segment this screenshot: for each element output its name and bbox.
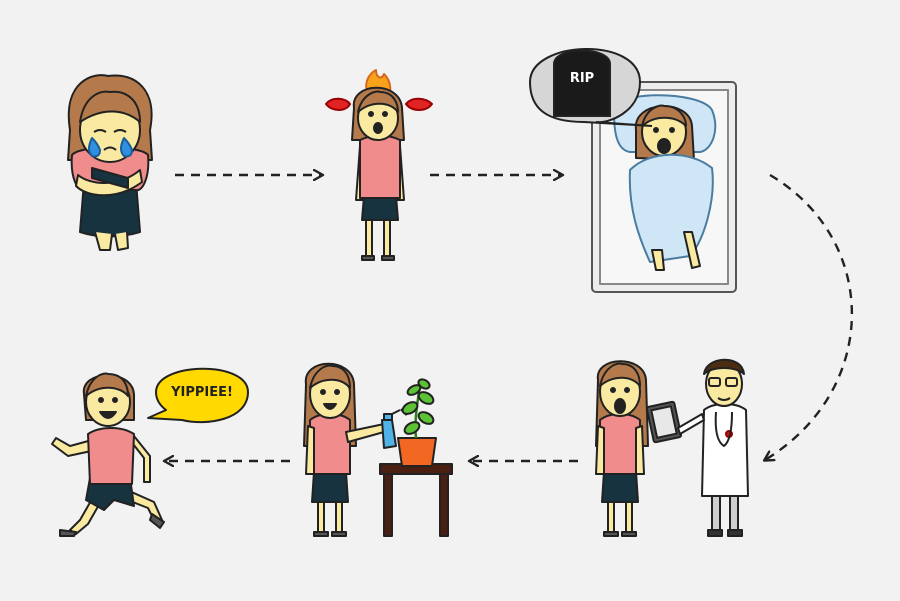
flow-arrows	[165, 173, 853, 461]
happy-running-girl-figure: YIPPIEE!	[51, 367, 249, 537]
doctor-visit-figure	[595, 358, 749, 537]
angry-girl-figure	[325, 69, 433, 261]
tear-left	[88, 137, 101, 158]
tombstone-label: RIP	[570, 71, 594, 86]
steam-left-icon	[325, 97, 351, 111]
tear-right	[120, 137, 133, 158]
watering-plant-figure	[303, 362, 453, 537]
steam-right-icon	[405, 97, 433, 111]
pot-icon	[397, 437, 437, 467]
sick-girl-in-bed-figure	[591, 81, 737, 293]
speech-bubble	[147, 367, 249, 424]
arrow-sick-to-doctor	[765, 173, 853, 460]
sad-girl-figure	[67, 74, 153, 251]
tombstone-icon	[553, 49, 611, 117]
thought-bubble: RIP	[528, 48, 653, 127]
speech-bubble-text: YIPPIEE!	[170, 385, 233, 400]
doctor-coat	[701, 403, 749, 497]
